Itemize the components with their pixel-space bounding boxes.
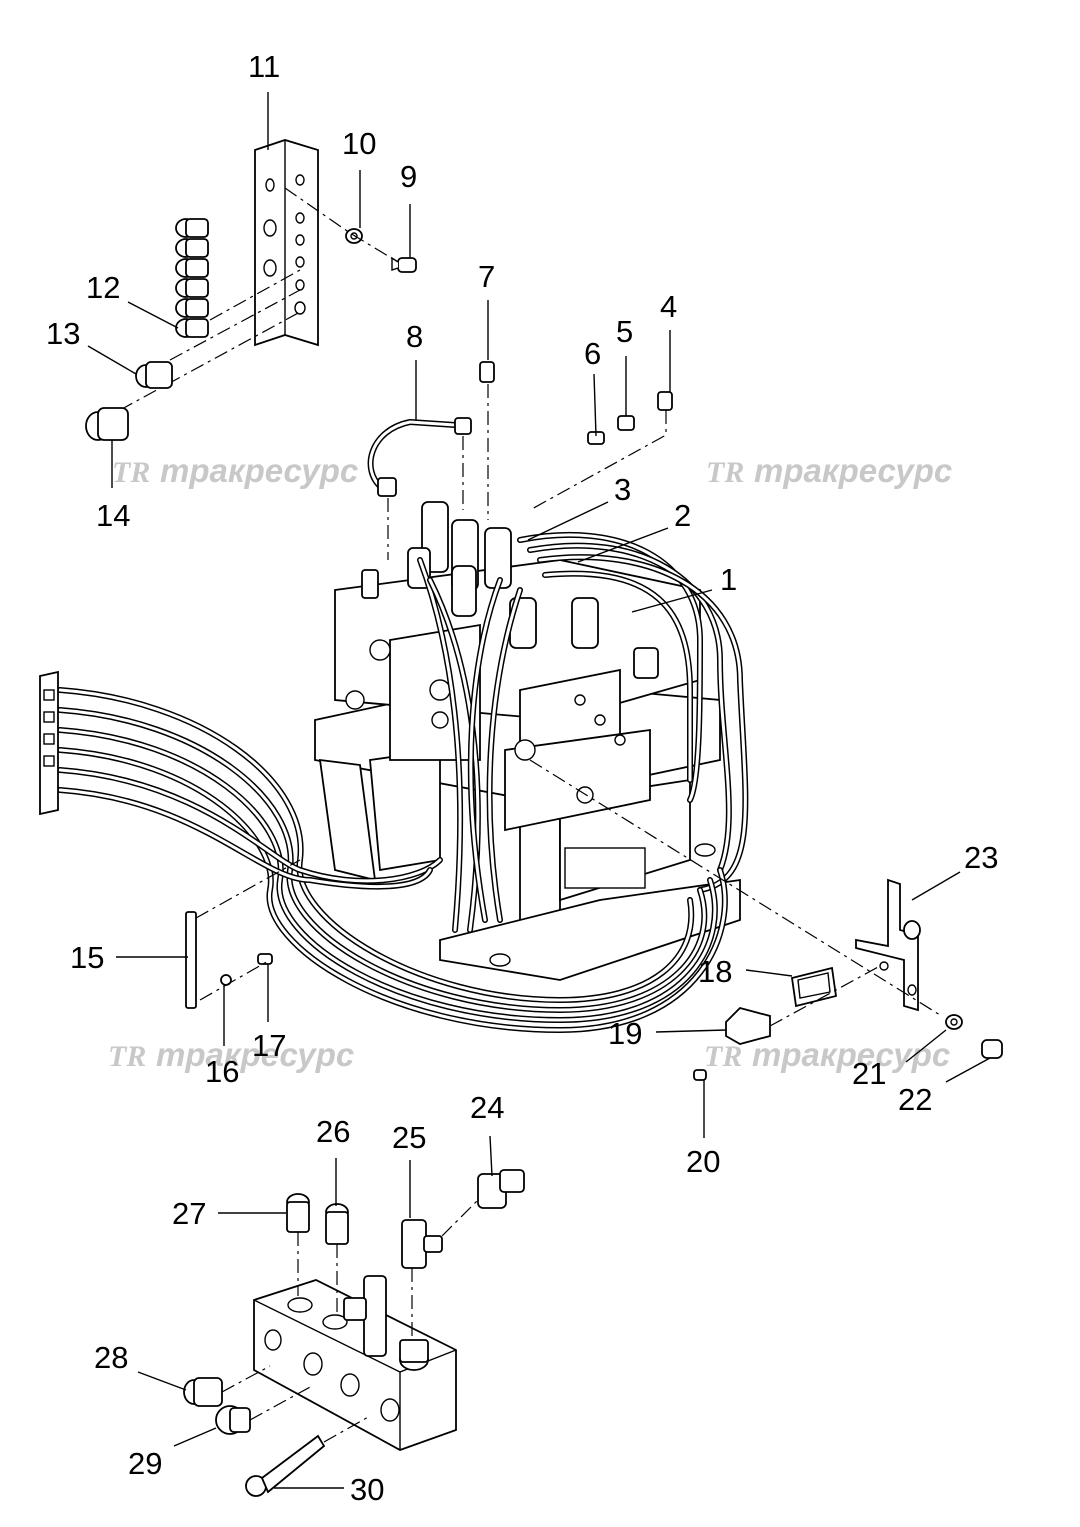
callout-2: 2 — [674, 498, 691, 533]
callout-4: 4 — [660, 289, 677, 324]
callout-28: 28 — [94, 1340, 128, 1375]
pressure-fitting — [479, 361, 495, 383]
angle-bracket — [254, 139, 319, 347]
assembly-line — [195, 859, 301, 919]
leader-lines — [87, 92, 991, 1489]
callout-27: 27 — [172, 1196, 206, 1231]
assembly-line — [199, 959, 271, 1001]
callout-29: 29 — [128, 1446, 162, 1481]
callout-25: 25 — [392, 1120, 426, 1155]
elbow-fitting-24 — [477, 1169, 525, 1209]
callout-14: 14 — [96, 498, 130, 533]
watermark-top-left: TR тракресурс — [112, 452, 358, 489]
clamp-plate — [185, 911, 197, 1009]
manifold-block — [253, 1279, 457, 1451]
callout-23: 23 — [964, 840, 998, 875]
port-fitting — [399, 1339, 429, 1371]
callout-26: 26 — [316, 1114, 350, 1149]
callout-20: 20 — [686, 1144, 720, 1179]
callout-19: 19 — [608, 1016, 642, 1051]
callout-10: 10 — [342, 126, 376, 161]
callout-11: 11 — [248, 49, 280, 84]
callout-16: 16 — [205, 1054, 239, 1089]
control-valve-assembly — [39, 501, 749, 1034]
hose-clip-bracket — [725, 1006, 771, 1045]
bracket-bolt — [981, 1039, 1003, 1059]
callout-9: 9 — [400, 159, 417, 194]
union-fitting — [85, 407, 129, 441]
assembly-line — [119, 311, 301, 411]
clip-bolt — [693, 1069, 707, 1081]
bolt — [391, 256, 417, 273]
assembly-line — [209, 269, 301, 321]
assembly-line — [323, 1415, 371, 1443]
straight-fitting-26 — [325, 1203, 349, 1245]
watermark-logo: TR — [112, 456, 150, 489]
callout-1: 1 — [720, 562, 737, 597]
callout-12: 12 — [86, 270, 120, 305]
tee-fitting-manifold — [343, 1275, 387, 1357]
assembly-line — [769, 965, 881, 1027]
callout-5: 5 — [616, 314, 633, 349]
bracket-washer — [945, 1014, 963, 1030]
callout-17: 17 — [252, 1028, 286, 1063]
callout-22: 22 — [898, 1082, 932, 1117]
hose-assembly — [367, 417, 472, 497]
watermark-text: тракресурс — [754, 452, 952, 489]
watermark-bottom-left: TR тракресурс — [108, 1036, 354, 1073]
mounting-bracket — [855, 878, 921, 1012]
straight-fitting-28 — [183, 1377, 223, 1407]
clamp-screw — [257, 953, 273, 965]
assembly-line — [249, 1385, 313, 1421]
socket-bolt-30 — [245, 1434, 326, 1497]
watermark-text: тракресурс — [160, 452, 358, 489]
callout-7: 7 — [478, 259, 495, 294]
callout-30: 30 — [350, 1472, 384, 1507]
assembly-line — [441, 1199, 479, 1237]
callout-3: 3 — [614, 472, 631, 507]
watermark-text: тракресурс — [156, 1036, 354, 1073]
watermark-text: тракресурс — [752, 1036, 950, 1073]
watermark-logo: TR — [704, 1040, 742, 1073]
watermark-logo: TR — [706, 456, 744, 489]
tee-fitting-25 — [401, 1219, 443, 1269]
callout-13: 13 — [46, 316, 80, 351]
watermark-bottom-right: TR тракресурс — [704, 1036, 950, 1073]
assembly-line — [529, 410, 667, 511]
callout-6: 6 — [584, 336, 601, 371]
callout-18: 18 — [698, 954, 732, 989]
plug-29 — [215, 1405, 251, 1435]
fittings-stack — [175, 218, 209, 338]
straight-fitting-27 — [286, 1193, 310, 1233]
connector-fitting — [617, 415, 635, 431]
elbow-fitting — [657, 391, 673, 411]
callout-24: 24 — [470, 1090, 504, 1125]
assembly-line — [284, 187, 399, 263]
watermark-top-right: TR тракресурс — [706, 452, 952, 489]
callout-21: 21 — [852, 1056, 886, 1091]
adapter-fitting — [135, 361, 173, 389]
callout-15: 15 — [70, 940, 104, 975]
assembly-line — [169, 289, 301, 361]
assembly-line — [221, 1365, 271, 1393]
callout-8: 8 — [406, 319, 423, 354]
watermark-logo: TR — [108, 1040, 146, 1073]
rubber-grommet — [790, 966, 838, 1008]
